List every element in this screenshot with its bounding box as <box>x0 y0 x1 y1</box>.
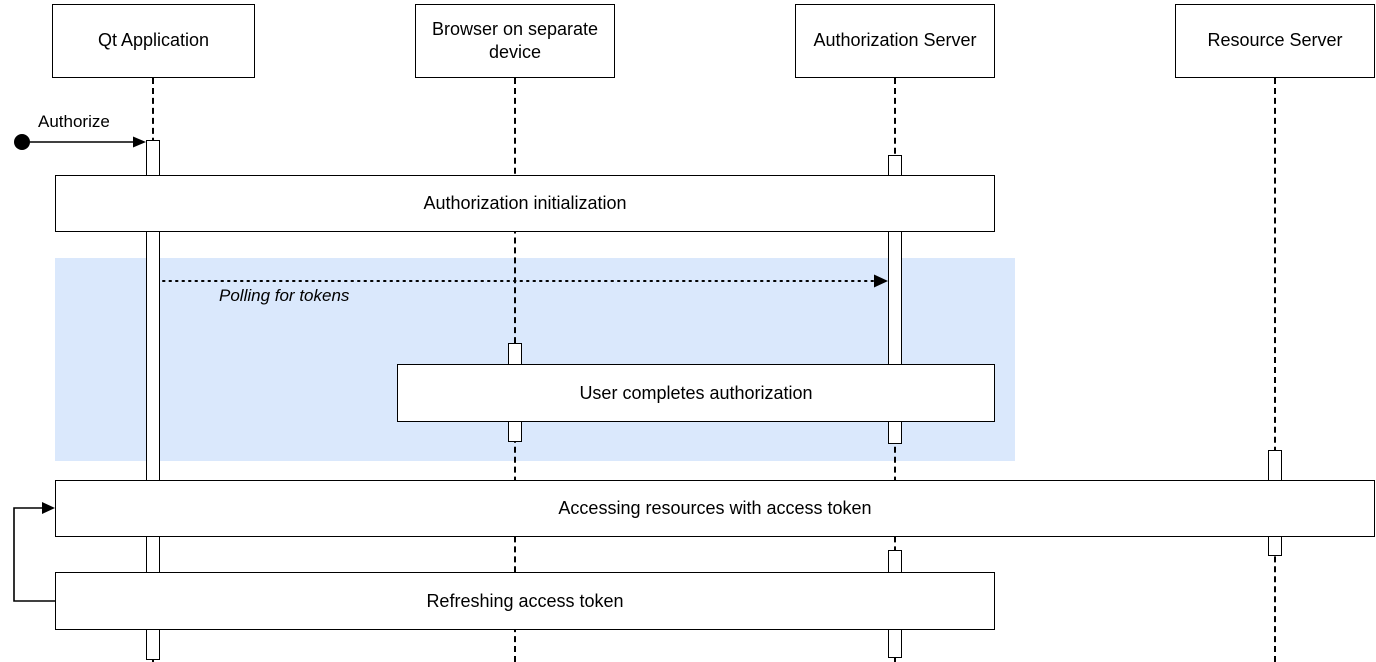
polling-highlight-region <box>55 258 1015 461</box>
frame-refreshing-access-token: Refreshing access token <box>55 572 995 630</box>
authorize-label: Authorize <box>38 112 110 131</box>
refresh-loop-line <box>13 507 55 602</box>
frame-accessing-resources: Accessing resources with access token <box>55 480 1375 537</box>
frame-accessing-resources-label: Accessing resources with access token <box>558 498 872 518</box>
frame-refreshing-access-token-label: Refreshing access token <box>426 590 624 611</box>
frame-user-completes-authorization-label: User completes authorization <box>579 382 813 403</box>
lifeline-resource-server <box>1274 78 1276 662</box>
participant-browser-label: Browser on separate device <box>431 18 599 62</box>
participant-qt-application: Qt Application <box>52 4 255 78</box>
participant-resource-server: Resource Server <box>1175 4 1375 78</box>
participant-browser: Browser on separate device <box>415 4 615 78</box>
refresh-loop-arrowhead-icon <box>42 502 55 514</box>
frame-user-completes-authorization: User completes authorization <box>397 364 995 422</box>
participant-qt-application-label: Qt Application <box>97 30 210 51</box>
activation-auth-server-init <box>888 155 902 176</box>
participant-authorization-server: Authorization Server <box>795 4 995 78</box>
start-node <box>14 134 30 150</box>
participant-resource-server-label: Resource Server <box>1207 30 1343 51</box>
participant-authorization-server-label: Authorization Server <box>813 30 977 51</box>
authorize-arrowhead-icon <box>133 136 146 148</box>
frame-authorization-initialization: Authorization initialization <box>55 175 995 232</box>
polling-label: Polling for tokens <box>219 286 350 305</box>
frame-authorization-initialization-label: Authorization initialization <box>423 193 627 213</box>
